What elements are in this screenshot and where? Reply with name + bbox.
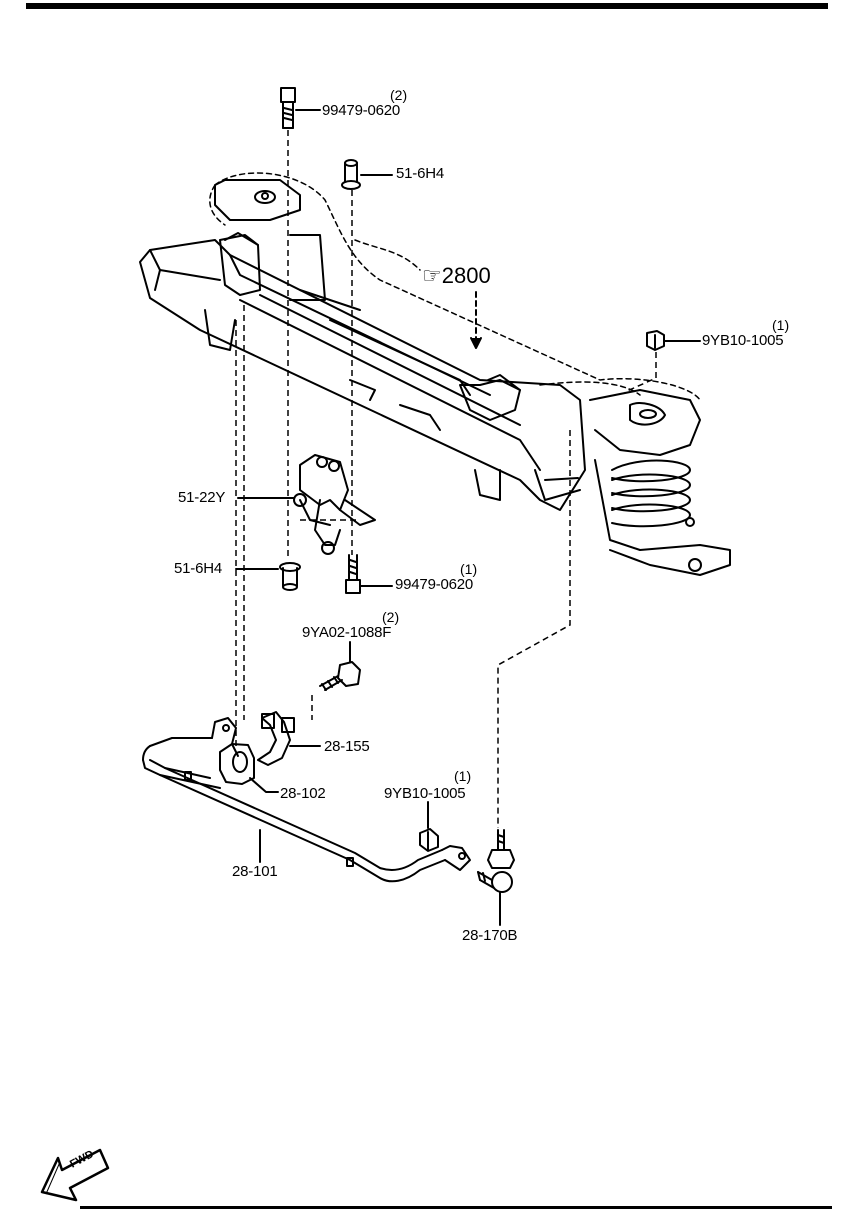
label-bolt-mid: 99479-0620 [395, 576, 474, 593]
label-clamp: 28-155 [324, 738, 370, 755]
qty-bolt-clamp: (2) [382, 609, 400, 625]
stabilizer-link [477, 829, 515, 893]
qty-bolt-mid: (1) [460, 561, 478, 577]
bottom-rule [80, 1206, 832, 1209]
label-bracket: 51-22Y [178, 489, 226, 506]
assembly-lines [235, 130, 657, 828]
label-stabilizer-link: 28-170B [462, 927, 518, 944]
label-bolt-clamp: 9YA02-1088F [302, 624, 392, 641]
label-collar-bottom: 51-6H4 [174, 560, 222, 577]
qty-bolt-top: (2) [390, 87, 408, 103]
label-nut-right: 9YB10-1005 [702, 332, 784, 349]
reference-2800-number: 2800 [441, 263, 491, 288]
leader-2800-arrow [470, 337, 482, 349]
pointing-hand-icon: ☞ [422, 263, 442, 288]
nut-link [419, 828, 439, 852]
fwd-arrow [40, 1148, 110, 1202]
collar-top [341, 159, 361, 190]
reference-2800: ☞2800 [422, 264, 491, 288]
qty-nut-right: (1) [772, 317, 790, 333]
collar-bottom [279, 562, 301, 591]
label-stabilizer-bar: 28-101 [232, 863, 278, 880]
bracket [293, 454, 376, 555]
bolt-clamp [319, 661, 361, 691]
label-bushing: 28-102 [280, 785, 326, 802]
bolt-mid [345, 554, 361, 594]
leader-bushing [249, 777, 279, 793]
clamp [257, 711, 295, 766]
bushing [219, 743, 255, 785]
bolt-top [280, 87, 296, 129]
stabilizer-bar [142, 717, 471, 883]
label-bolt-top: 99479-0620 [322, 102, 401, 119]
nut-right [646, 330, 665, 351]
crossmember [139, 179, 731, 576]
label-nut-link: 9YB10-1005 [384, 785, 466, 802]
top-rule [26, 3, 828, 9]
label-collar-top: 51-6H4 [396, 165, 444, 182]
qty-nut-link: (1) [454, 768, 472, 784]
